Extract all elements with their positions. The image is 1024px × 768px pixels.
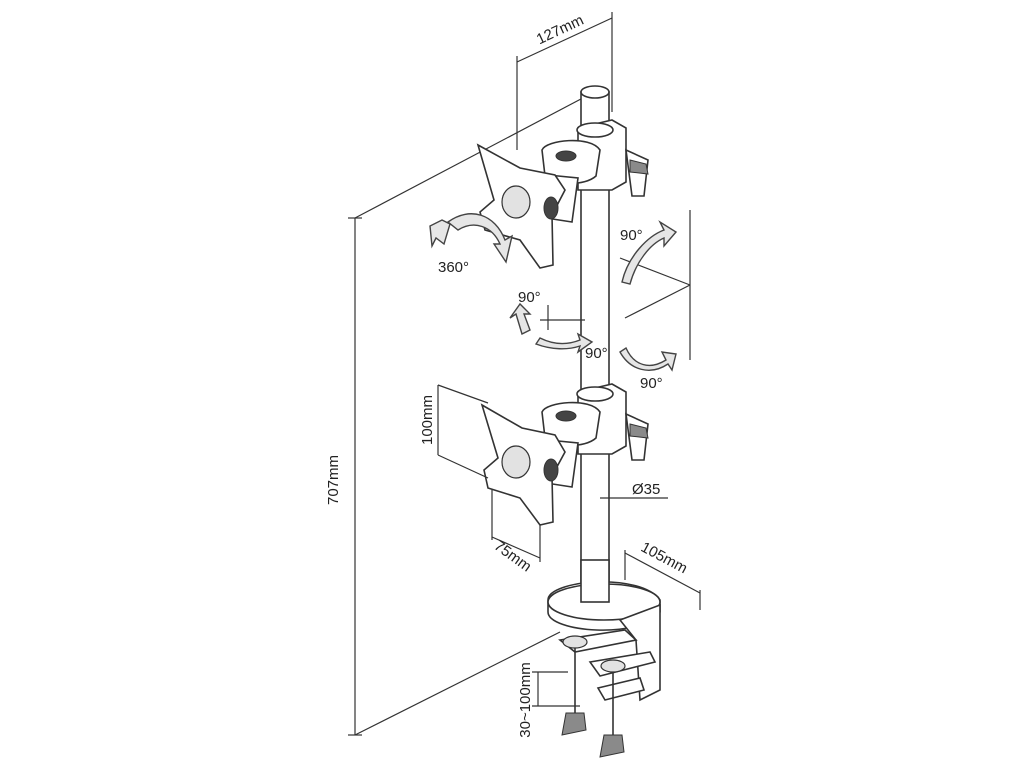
height-extension-top <box>354 89 599 219</box>
tilt-middle-label: 90° <box>585 345 608 362</box>
vesa-width-line <box>491 536 541 559</box>
clamp-lower-bar <box>596 677 646 701</box>
clamp-screw-head-left <box>562 635 588 649</box>
tilt-middle-arrow <box>534 332 594 354</box>
lower-vesa-center <box>501 445 531 479</box>
tilt-lower-label: 90° <box>640 375 663 392</box>
lower-lever-grip <box>629 423 649 439</box>
swivel-arrow-right <box>446 213 514 264</box>
tilt-right-arrow <box>621 220 678 285</box>
offset-dimension-line <box>516 17 613 63</box>
base-dimension-line <box>624 552 701 594</box>
diameter-label: Ø35 <box>632 481 660 498</box>
clamp-screw-head-right <box>600 659 626 673</box>
vesa-height-dimension: 100mm <box>419 384 489 479</box>
tilt-middle-indicator: 90° 90° <box>509 289 608 362</box>
clamp-dimension: 30~100mm <box>517 662 580 738</box>
clamp-handle-left <box>561 712 587 736</box>
upper-collar-top <box>576 122 614 138</box>
swivel-indicator: 360° <box>429 213 514 276</box>
lower-joint-knob <box>555 410 577 422</box>
upper-vesa-center <box>501 185 531 219</box>
upper-joint-knob <box>555 150 577 162</box>
tilt-right-label: 90° <box>620 227 643 244</box>
tilt-lower-indicator: 90° <box>619 346 677 392</box>
swivel-label: 360° <box>438 259 469 276</box>
desk-clamp <box>547 559 661 758</box>
pole-top <box>580 85 610 99</box>
tilt-lower-arrow <box>619 346 677 372</box>
lower-tilt-knob <box>543 458 559 482</box>
lower-mount <box>480 383 649 526</box>
vesa-height-extension-top <box>437 384 489 404</box>
vesa-height-label: 100mm <box>419 395 436 445</box>
tilt-right-indicator: 90° <box>619 210 691 360</box>
height-extension-bottom <box>354 631 561 736</box>
upper-lever-grip <box>629 159 649 175</box>
pole-base <box>580 559 610 603</box>
vesa-width-label: 75mm <box>491 537 535 575</box>
offset-label: 127mm <box>534 12 587 49</box>
swivel-arrow-left <box>429 219 451 249</box>
height-label: 707mm <box>325 455 342 505</box>
diameter-dimension: Ø35 <box>600 481 668 499</box>
tilt-upper-label: 90° <box>518 289 541 306</box>
upper-mount <box>476 119 649 269</box>
tilt-upper-arrow <box>509 302 532 335</box>
upper-tilt-knob <box>543 196 559 220</box>
tilt-right-guide-lower <box>624 284 691 319</box>
clamp-range-label: 30~100mm <box>517 662 534 737</box>
height-dimension: 707mm <box>325 89 599 736</box>
lower-collar-top <box>576 386 614 402</box>
base-label: 105mm <box>638 539 690 577</box>
vesa-height-extension-bottom <box>437 454 489 479</box>
clamp-handle-right <box>599 734 625 758</box>
